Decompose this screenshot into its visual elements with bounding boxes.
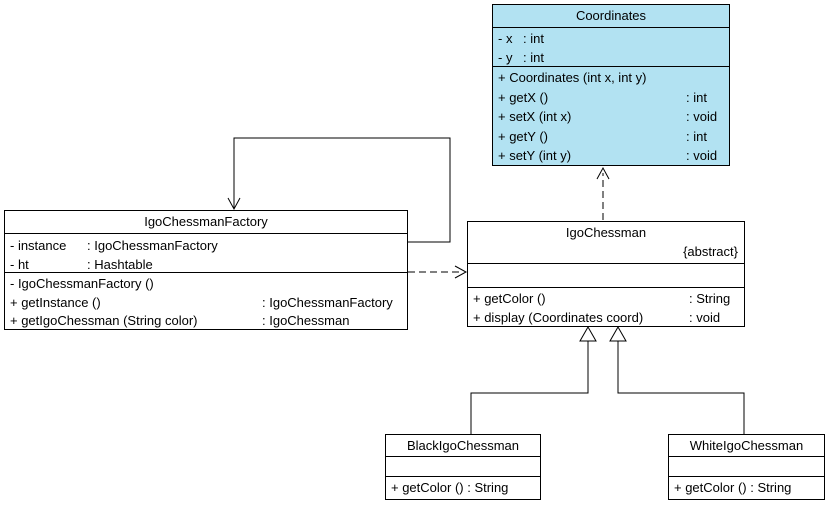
method-signature: + getColor () : String — [674, 480, 792, 495]
class-box-igochessmanfactory: IgoChessmanFactory - instance : IgoChess… — [4, 210, 408, 330]
method-row: + getInstance () : IgoChessmanFactory — [5, 294, 407, 313]
method-signature: + setX (int x) — [498, 109, 572, 124]
attribute-name: - ht — [10, 257, 29, 272]
class-title-blackigochessman: BlackIgoChessman — [407, 438, 519, 453]
class-stereotype-abstract: {abstract} — [683, 244, 738, 259]
attributes-section: - x : int - y : int — [493, 27, 729, 66]
methods-section: + getColor () : String — [386, 476, 540, 499]
method-signature: + getY () — [498, 128, 548, 144]
attribute-name: - x — [498, 31, 513, 46]
method-row: + setX (int x) : void — [493, 107, 729, 127]
method-signature: + getX () — [498, 89, 549, 105]
method-row: + getIgoChessman (String color) : IgoChe… — [5, 312, 407, 329]
attribute-row: - y : int — [493, 48, 729, 66]
dependency-arrowhead-up-icon — [596, 166, 610, 180]
method-return-type: : IgoChessmanFactory — [262, 294, 393, 310]
class-box-whiteigochessman: WhiteIgoChessman + getColor () : String — [668, 434, 825, 500]
methods-section: + Coordinates (int x, int y) + getX () :… — [493, 66, 729, 165]
method-row: + getX () : int — [493, 88, 729, 108]
self-association-arrowhead-icon — [227, 197, 241, 211]
attribute-type: : Hashtable — [87, 257, 153, 272]
method-return-type: : IgoChessman — [262, 313, 350, 328]
method-row: + getColor () : String — [669, 477, 824, 499]
attribute-row: - instance : IgoChessmanFactory — [5, 236, 407, 255]
method-row: + setY (int y) : void — [493, 146, 729, 165]
method-row: - IgoChessmanFactory () — [5, 275, 407, 294]
class-title-igochessmanfactory: IgoChessmanFactory — [144, 214, 268, 229]
methods-section: + getColor () : String + display (Coordi… — [468, 287, 744, 326]
methods-section: - IgoChessmanFactory () + getInstance ()… — [5, 272, 407, 329]
attribute-name: - instance — [10, 238, 67, 253]
attribute-type: : int — [523, 31, 544, 46]
dependency-arrowhead-right-icon — [454, 265, 468, 279]
method-row: + getColor () : String — [468, 289, 744, 308]
attribute-row: - x : int — [493, 29, 729, 48]
method-signature: + Coordinates (int x, int y) — [498, 70, 647, 85]
class-title-whiteigochessman: WhiteIgoChessman — [689, 438, 804, 453]
method-row: + getY () : int — [493, 127, 729, 147]
attributes-section-empty — [468, 263, 744, 287]
method-signature: - IgoChessmanFactory () — [10, 276, 154, 291]
methods-section: + getColor () : String — [669, 476, 824, 499]
attribute-row: - ht : Hashtable — [5, 255, 407, 272]
method-return-type: : void — [686, 148, 718, 163]
method-row: + display (Coordinates coord) : void — [468, 308, 744, 326]
method-return-type: : int — [686, 128, 707, 144]
method-signature: + getColor () — [473, 291, 546, 306]
method-signature: + getIgoChessman (String color) — [10, 313, 198, 328]
class-title-coordinates: Coordinates — [575, 8, 647, 23]
attribute-name: - y — [498, 50, 513, 65]
method-return-type: : String — [689, 291, 731, 306]
class-box-coordinates: Coordinates - x : int - y : int + Coordi… — [492, 4, 730, 166]
attribute-type: : IgoChessmanFactory — [87, 238, 218, 253]
generalization-triangle-black-icon — [579, 325, 597, 342]
generalization-line-black — [470, 341, 589, 434]
method-signature: + display (Coordinates coord) — [473, 310, 644, 325]
method-row: + getColor () : String — [386, 477, 540, 499]
self-association-line — [233, 137, 451, 243]
attributes-section-empty — [669, 456, 824, 476]
method-row: + Coordinates (int x, int y) — [493, 68, 729, 88]
method-return-type: : int — [686, 89, 707, 105]
method-signature: + getColor () : String — [391, 480, 509, 495]
method-return-type: : void — [686, 109, 718, 124]
generalization-triangle-white-icon — [609, 325, 627, 342]
class-title-igochessman: IgoChessman — [565, 225, 647, 240]
generalization-line-white — [617, 341, 745, 434]
class-box-igochessman: IgoChessman {abstract} + getColor () : S… — [467, 221, 745, 327]
attributes-section: - instance : IgoChessmanFactory - ht : H… — [5, 233, 407, 272]
method-signature: + setY (int y) — [498, 148, 572, 163]
method-return-type: : void — [689, 310, 721, 325]
class-box-blackigochessman: BlackIgoChessman + getColor () : String — [385, 434, 541, 500]
attribute-type: : int — [523, 50, 544, 65]
method-signature: + getInstance () — [10, 294, 101, 310]
attributes-section-empty — [386, 456, 540, 476]
